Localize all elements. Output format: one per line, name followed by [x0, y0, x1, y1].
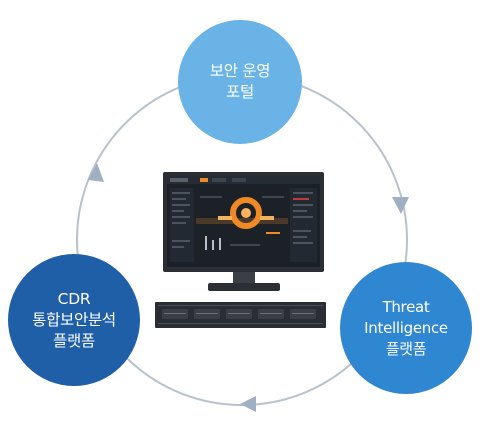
- node-right-line-3: 플랫폼: [385, 339, 427, 358]
- node-cdr-integrated-analysis-platform: CDR 통합보안분석 플랫폼: [8, 254, 140, 386]
- server-icon: [155, 302, 326, 328]
- node-right-line-2: Intelligence: [364, 318, 448, 337]
- node-security-operations-portal: 보안 운영 포털: [178, 20, 302, 144]
- node-top-line-2: 포털: [226, 83, 254, 101]
- node-left-line-1: CDR: [57, 289, 91, 308]
- arrow-down-right-icon: [392, 197, 409, 214]
- arrow-left-icon: [240, 396, 256, 412]
- node-threat-intelligence-platform: Threat Intelligence 플랫폼: [340, 262, 472, 394]
- node-left-line-3: 플랫폼: [53, 331, 95, 350]
- node-top-line-1: 보안 운영: [209, 62, 271, 80]
- node-left-line-2: 통합보안분석: [32, 310, 116, 329]
- monitor-icon: [163, 172, 324, 291]
- node-right-line-1: Threat: [382, 297, 430, 316]
- arrow-up-icon: [88, 163, 104, 182]
